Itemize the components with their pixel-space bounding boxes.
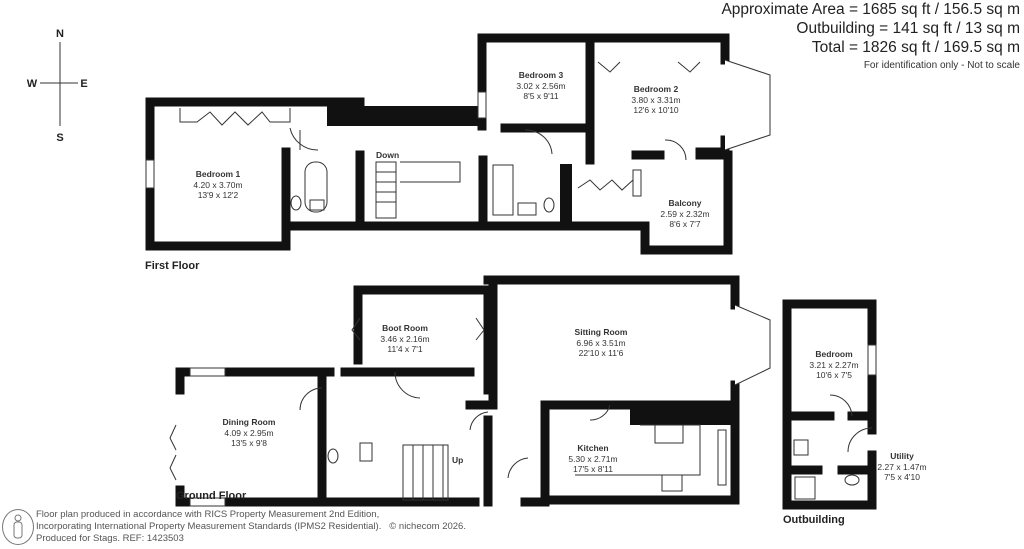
room-name: Balcony	[668, 198, 701, 208]
kitchen-sink-icon	[654, 424, 684, 444]
room-metric: 2.59 x 2.32m	[660, 209, 709, 219]
toilet-icon	[327, 448, 339, 464]
room-name: Utility	[890, 451, 914, 461]
room-name: Bedroom 3	[519, 70, 564, 80]
scale-note: For identification only - Not to scale	[863, 60, 1020, 71]
stairs-up-label: Up	[452, 455, 463, 465]
room-name: Boot Room	[382, 323, 428, 333]
compass-icon: N S W E	[27, 28, 88, 144]
room-imperial: 7'5 x 4'10	[884, 472, 920, 482]
compass-north: N	[56, 28, 64, 40]
room-metric: 4.09 x 2.95m	[224, 428, 273, 438]
footer-line-1: Floor plan produced in accordance with R…	[36, 509, 380, 520]
room-imperial: 11'4 x 7'1	[387, 344, 422, 354]
room-imperial: 17'5 x 8'11	[573, 464, 613, 474]
copyright: © nichecom 2026.	[389, 521, 466, 532]
sink-icon	[359, 442, 373, 462]
bathtub-icon	[304, 161, 328, 213]
sink-icon	[517, 202, 537, 216]
compass-west: W	[27, 78, 38, 90]
toilet-icon	[290, 195, 302, 211]
person-logo-icon	[2, 509, 34, 545]
room-imperial: 22'10 x 11'6	[579, 348, 624, 358]
total-area: Total = 1826 sq ft / 169.5 sq m	[811, 39, 1020, 56]
outbuilding-plan: Bedroom 3.21 x 2.27m 10'6 x 7'5 Utility …	[782, 299, 927, 526]
room-imperial: 13'5 x 9'8	[231, 438, 267, 448]
room-metric: 2.27 x 1.47m	[877, 462, 926, 472]
first-floor-plan: Bedroom 1 4.20 x 3.70m 13'9 x 12'2 Bedro…	[145, 33, 771, 272]
room-metric: 3.80 x 3.31m	[631, 95, 680, 105]
room-imperial: 12'6 x 10'10	[633, 105, 679, 115]
shower-icon	[492, 164, 514, 216]
toilet-icon	[543, 197, 555, 213]
room-imperial: 13'9 x 12'2	[198, 190, 239, 200]
approximate-area: Approximate Area = 1685 sq ft / 156.5 sq…	[721, 1, 1020, 18]
first-floor-label: First Floor	[145, 260, 200, 272]
room-metric: 6.96 x 3.51m	[576, 338, 625, 348]
stairs-down-label: Down	[376, 150, 399, 160]
ground-floor-plan: Boot Room 3.46 x 2.16m 11'4 x 7'1 Sittin…	[169, 275, 771, 507]
room-imperial: 8'5 x 9'11	[523, 91, 558, 101]
hob-icon	[661, 474, 683, 492]
room-name: Bedroom	[815, 349, 853, 359]
room-metric: 3.02 x 2.56m	[516, 81, 565, 91]
room-name: Bedroom 1	[196, 169, 241, 179]
shower-icon	[794, 476, 816, 500]
footer-line-2: Incorporating International Property Mea…	[36, 521, 382, 532]
toilet-icon	[844, 474, 860, 486]
room-imperial: 10'6 x 7'5	[816, 370, 852, 380]
compass-east: E	[80, 78, 87, 90]
compass-south: S	[56, 132, 63, 144]
sink-icon	[309, 199, 325, 211]
room-name: Kitchen	[577, 443, 608, 453]
room-imperial: 8'6 x 7'7	[669, 219, 700, 229]
stairs-ground-floor	[402, 444, 449, 501]
ground-floor-label: Ground Floor	[176, 490, 247, 502]
outbuilding-area: Outbuilding = 141 sq ft / 13 sq m	[796, 20, 1020, 37]
footer: Floor plan produced in accordance with R…	[36, 509, 466, 545]
room-metric: 5.30 x 2.71m	[568, 454, 617, 464]
room-metric: 3.21 x 2.27m	[809, 360, 858, 370]
stairs-first-floor	[375, 161, 461, 219]
sink-icon	[793, 439, 809, 456]
room-name: Sitting Room	[575, 327, 628, 337]
room-metric: 4.20 x 3.70m	[193, 180, 242, 190]
room-metric: 3.46 x 2.16m	[380, 334, 429, 344]
room-name: Dining Room	[223, 417, 276, 427]
room-name: Bedroom 2	[634, 84, 679, 94]
footer-line-3: Produced for Stags. REF: 1423503	[36, 533, 184, 544]
outbuilding-label: Outbuilding	[783, 514, 845, 526]
